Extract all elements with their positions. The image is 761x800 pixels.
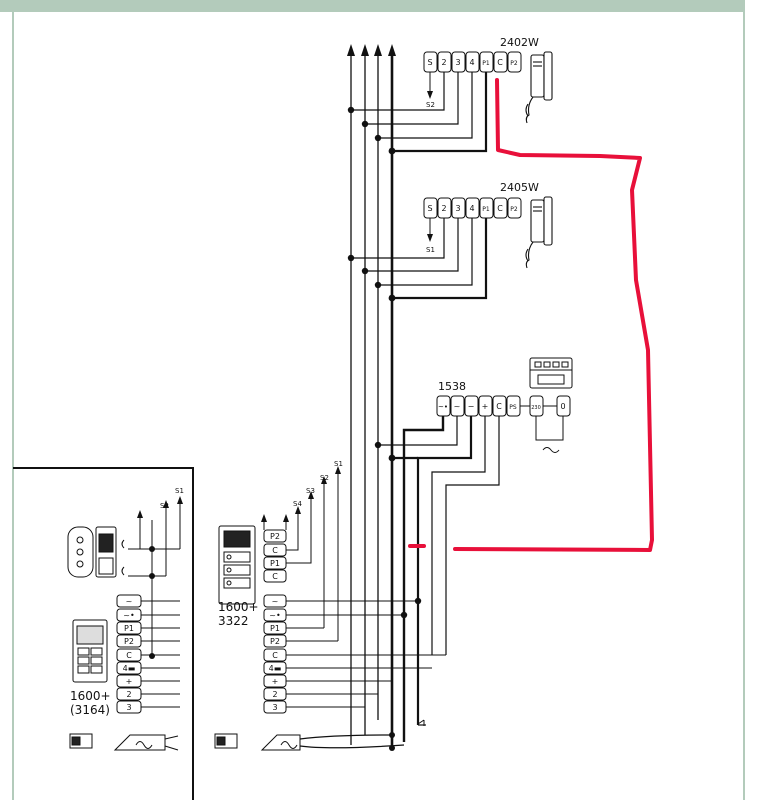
panel-a-label-2: (3164)	[70, 703, 110, 717]
pb-t5: C	[272, 651, 278, 660]
handset-2402w-device	[525, 51, 553, 124]
pa-t4: P2	[124, 637, 134, 646]
t1-c: C	[497, 58, 503, 67]
psu-device	[529, 357, 573, 389]
pa-t3: P1	[124, 624, 134, 633]
handset-2402w-label: 2402W	[500, 36, 539, 49]
panel-b-out-s2: S2	[320, 474, 329, 482]
vertical-bus	[350, 52, 394, 748]
psu-t2: ~	[454, 402, 461, 411]
panel-b-bottom-icons	[214, 733, 301, 751]
psu-t5: C	[496, 402, 502, 411]
panel-a-terminals	[116, 594, 142, 714]
psu-t3: −	[468, 402, 475, 411]
pb-top-3: P1	[270, 559, 280, 568]
panel-a-box	[13, 467, 194, 800]
handset-2405w-device	[525, 196, 553, 269]
handset-2402w-terminals	[423, 51, 522, 73]
t2-p1: P1	[482, 206, 490, 213]
t1-arrow-label: S2	[426, 101, 435, 109]
red-annotation	[408, 78, 654, 552]
panel-b-out-s1: S1	[334, 460, 343, 468]
pb-t2: ~•	[269, 611, 280, 620]
pa-t5: C	[126, 651, 132, 660]
panel-b-out-s4: S4	[293, 500, 302, 508]
psu-t4: +	[482, 402, 489, 411]
t1-3: 3	[455, 58, 460, 67]
t1-s: S	[427, 58, 432, 67]
panel-b-out-s3: S3	[306, 487, 315, 495]
psu-t7: 230	[531, 405, 541, 411]
pb-t8: 2	[272, 690, 277, 699]
psu-t1: ~•	[438, 403, 448, 411]
bus-arrows	[347, 44, 396, 56]
t2-c: C	[497, 204, 503, 213]
pb-t1: ~	[272, 597, 279, 606]
t2-arrow-label: S1	[426, 246, 435, 254]
panel-b: P2 C P1 C S4 S3 S2 S1 1600+ 3322	[214, 460, 446, 751]
pa-t9: 3	[126, 703, 131, 712]
pa-t7: +	[126, 677, 133, 686]
panel-a: S2 S1 ~ ~• P1 P2 C	[67, 487, 184, 751]
pa-t2: ~•	[123, 611, 134, 620]
pb-t3: P1	[270, 624, 280, 633]
panel-a-label-1: 1600+	[70, 689, 111, 703]
panel-a-out-s1: S1	[175, 487, 184, 495]
t1-2: 2	[441, 58, 446, 67]
t1-4: 4	[469, 58, 474, 67]
panel-a-bottom-icons	[69, 733, 179, 751]
pb-t7: +	[272, 677, 279, 686]
pa-t6: 4▬	[123, 664, 136, 673]
handset-2405w: 2405W S 2 3 4 P1 C P2 S1	[347, 181, 553, 302]
psu-t6: PS	[509, 404, 517, 411]
psu-t8: 0	[560, 402, 565, 411]
handset-2405w-label: 2405W	[500, 181, 539, 194]
handset-2405w-terminals	[423, 197, 522, 219]
pa-t1: ~	[126, 597, 133, 606]
t1-p2: P2	[510, 60, 518, 67]
panel-b-device-icon	[218, 525, 256, 605]
pb-t4: P2	[270, 637, 280, 646]
t2-p2: P2	[510, 206, 518, 213]
t2-2: 2	[441, 204, 446, 213]
pb-top-2: C	[272, 546, 278, 555]
panel-a-module-icon	[67, 526, 117, 578]
panel-b-label-2: 3322	[218, 614, 249, 628]
pa-t8: 2	[126, 690, 131, 699]
power-supply-1538: 1538 ~• ~ − + C PS 230 0	[374, 357, 573, 742]
pb-t6: 4▬	[269, 664, 282, 673]
pb-top-4: C	[272, 572, 278, 581]
panel-b-label-1: 1600+	[218, 600, 259, 614]
handset-2402w: 2402W S 2 3 4 P1 C P2 S2	[347, 36, 553, 155]
pb-top-1: P2	[270, 532, 280, 541]
t1-p1: P1	[482, 60, 490, 67]
t2-3: 3	[455, 204, 460, 213]
window-top-bar	[0, 0, 745, 12]
panel-a-keypad-icon	[72, 619, 108, 683]
pb-t9: 3	[272, 703, 277, 712]
t2-s: S	[427, 204, 432, 213]
t2-4: 4	[469, 204, 474, 213]
psu-label: 1538	[438, 380, 466, 393]
panel-a-out-s2: S2	[160, 502, 169, 510]
